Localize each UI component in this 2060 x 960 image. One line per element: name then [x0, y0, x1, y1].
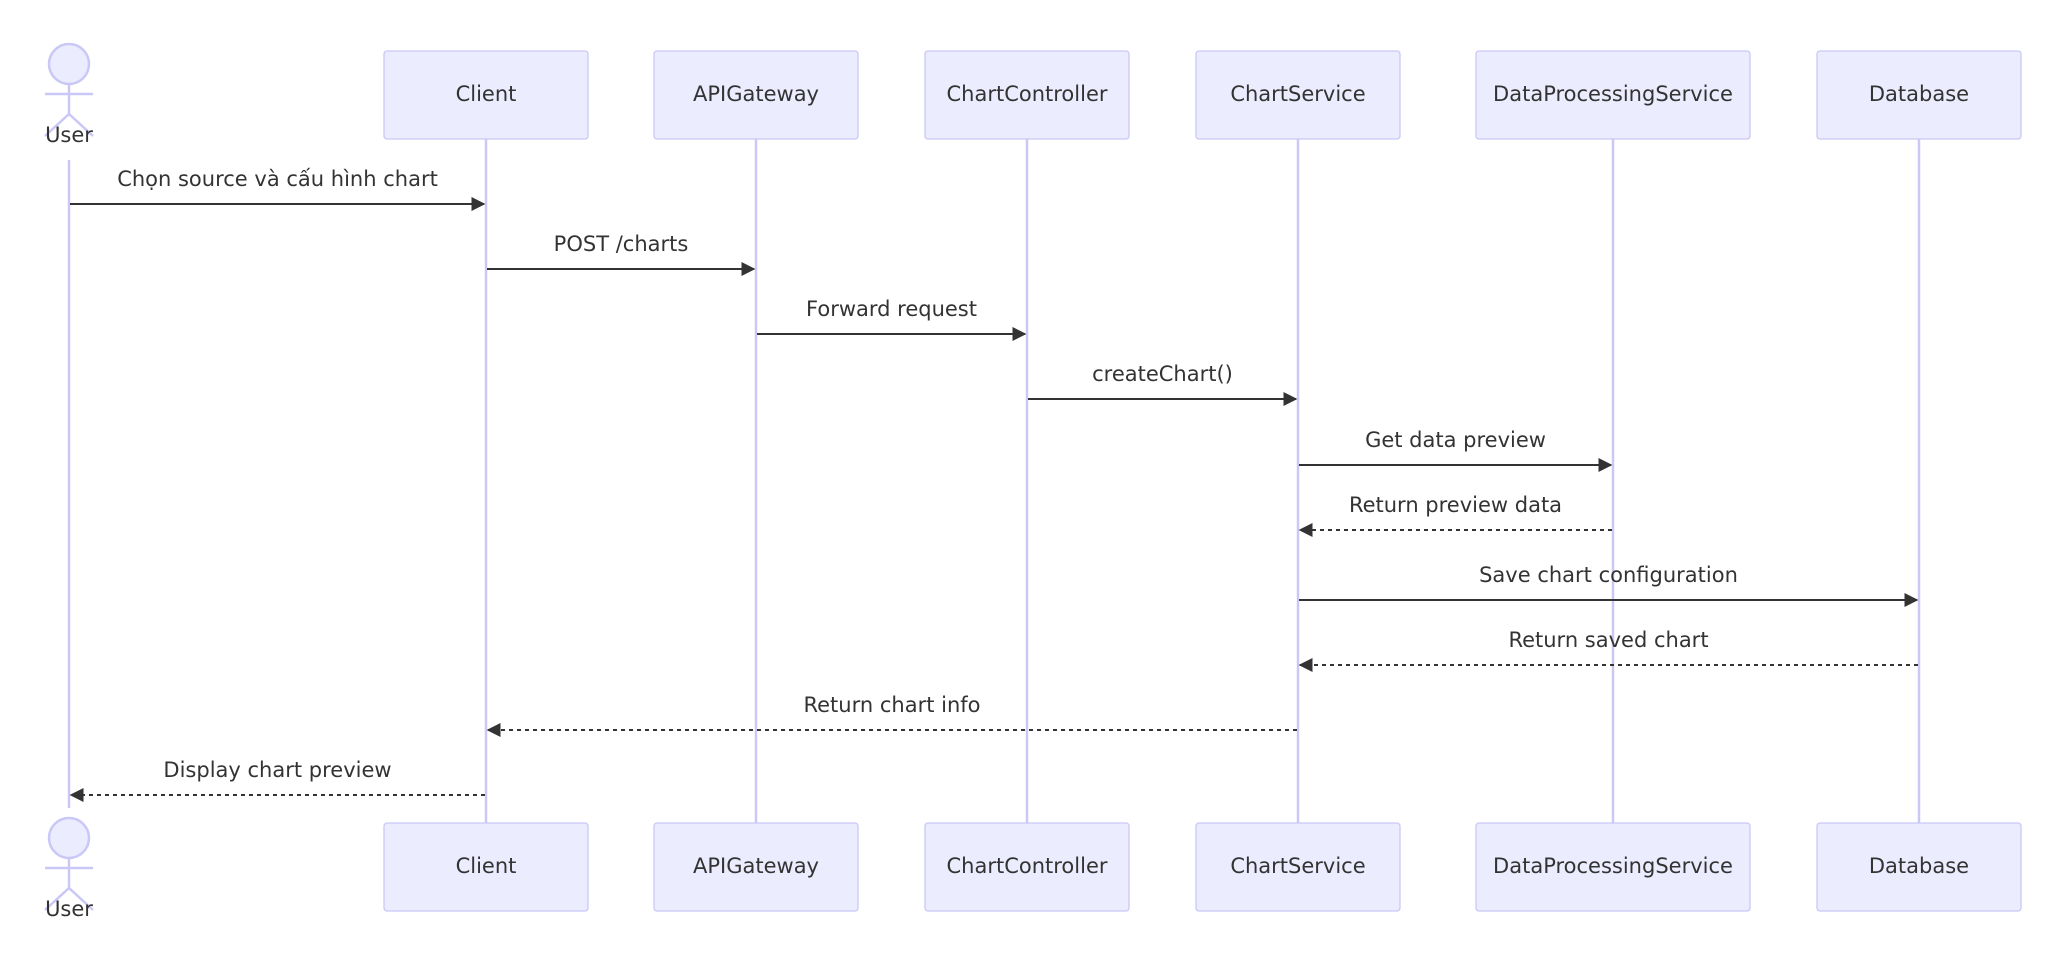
message-2: POST /charts [487, 232, 756, 276]
actor-label-user-bottom: User [45, 897, 93, 921]
participant-box-client [383, 822, 589, 912]
message-10: Display chart preview [69, 758, 485, 802]
message-label-5: Get data preview [1365, 428, 1546, 452]
message-label-3: Forward request [806, 297, 977, 321]
participant-label-dps-top: DataProcessingService [1493, 82, 1733, 106]
message-6: Return preview data [1298, 493, 1612, 537]
participant-db-bottom: Database [1816, 822, 2022, 912]
participant-ctrl-bottom: ChartController [924, 822, 1130, 912]
participant-label-client-top: Client [456, 82, 517, 106]
participant-box-db [1816, 50, 2022, 140]
participant-label-ctrl-top: ChartController [946, 82, 1107, 106]
top-participants: User Client APIGateway ChartController Chart… [44, 42, 2022, 147]
actor-left-leg [44, 113, 70, 137]
message-7: Save chart configuration [1299, 563, 1919, 607]
participant-box-svc [1195, 50, 1401, 140]
participant-label-apigw-bottom: APIGateway [693, 854, 819, 878]
participant-label-dps-bottom: DataProcessingService [1493, 854, 1733, 878]
message-label-6: Return preview data [1349, 493, 1562, 517]
message-label-7: Save chart configuration [1479, 563, 1738, 587]
message-label-4: createChart() [1092, 362, 1233, 386]
participant-box-apigw [653, 50, 859, 140]
actor-user-bottom: User [44, 816, 94, 921]
actor-left-leg [44, 887, 70, 911]
message-label-10: Display chart preview [163, 758, 391, 782]
participant-box-db [1816, 822, 2022, 912]
participant-label-db-top: Database [1869, 82, 1969, 106]
participant-client-top: Client [383, 50, 589, 140]
participant-box-apigw [653, 822, 859, 912]
message-9: Return chart info [486, 693, 1297, 737]
message-4: createChart() [1028, 362, 1298, 406]
participant-label-db-bottom: Database [1869, 854, 1969, 878]
participant-apigw-bottom: APIGateway [653, 822, 859, 912]
lifelines [67, 139, 1921, 823]
participant-db-top: Database [1816, 50, 2022, 140]
participant-box-dps [1475, 50, 1751, 140]
participant-dps-bottom: DataProcessingService [1475, 822, 1751, 912]
message-1: Chọn source và cấu hình chart [70, 167, 486, 211]
participant-box-client [383, 50, 589, 140]
participant-box-ctrl [924, 50, 1130, 140]
participant-label-svc-top: ChartService [1230, 82, 1365, 106]
participant-apigw-top: APIGateway [653, 50, 859, 140]
bottom-participants: User Client APIGateway ChartController Chart… [44, 816, 2022, 921]
message-label-1: Chọn source và cấu hình chart [117, 167, 438, 191]
participant-box-ctrl [924, 822, 1130, 912]
message-label-9: Return chart info [803, 693, 980, 717]
participant-label-svc-bottom: ChartService [1230, 854, 1365, 878]
actor-right-leg [68, 887, 94, 911]
message-label-8: Return saved chart [1508, 628, 1708, 652]
participant-client-bottom: Client [383, 822, 589, 912]
message-label-2: POST /charts [554, 232, 689, 256]
actor-head-icon [47, 42, 91, 86]
message-8: Return saved chart [1298, 628, 1918, 672]
participant-box-dps [1475, 822, 1751, 912]
participant-dps-top: DataProcessingService [1475, 50, 1751, 140]
actor-label-user-top: User [45, 123, 93, 147]
participant-box-svc [1195, 822, 1401, 912]
participant-ctrl-top: ChartController [924, 50, 1130, 140]
participant-label-ctrl-bottom: ChartController [946, 854, 1107, 878]
participant-label-client-bottom: Client [456, 854, 517, 878]
actor-right-leg [68, 113, 94, 137]
participant-label-apigw-top: APIGateway [693, 82, 819, 106]
participant-svc-top: ChartService [1195, 50, 1401, 140]
participant-svc-bottom: ChartService [1195, 822, 1401, 912]
message-3: Forward request [757, 297, 1027, 341]
actor-head-icon [47, 816, 91, 860]
message-5: Get data preview [1299, 428, 1613, 472]
actor-user-top: User [44, 42, 94, 147]
